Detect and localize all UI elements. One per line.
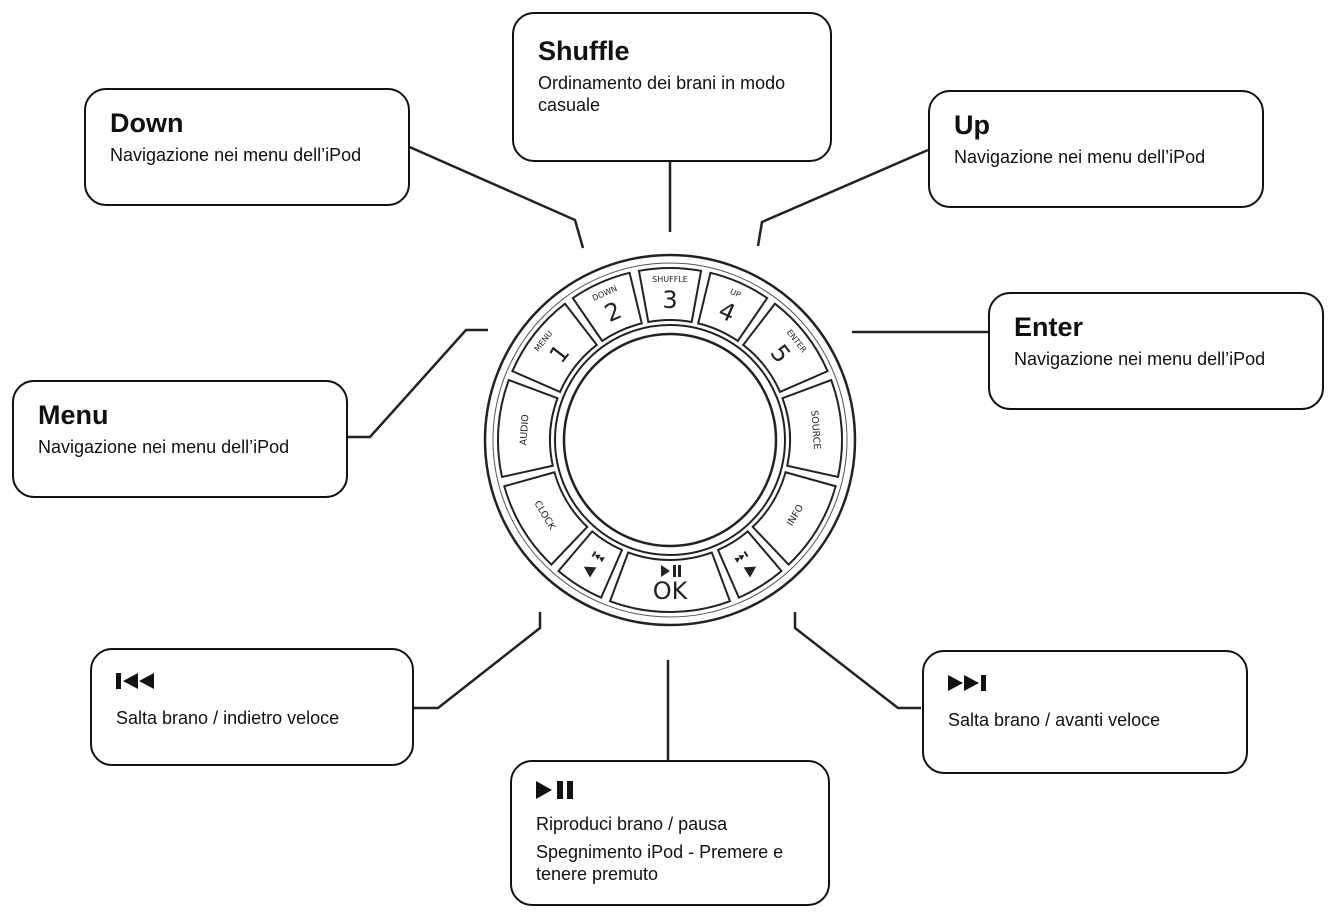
- skip-back-icon: [583, 550, 605, 578]
- callout-title: Shuffle: [538, 36, 630, 66]
- keypad-button-info[interactable]: INFO: [751, 471, 837, 566]
- keypad-button-shape[interactable]: [511, 302, 599, 394]
- callout-next: Salta brano / avanti veloce: [922, 650, 1248, 774]
- callout-description-power: Spegnimento iPod - Premere e tenere prem…: [536, 841, 784, 884]
- callout-description: Salta brano / indietro veloce: [116, 708, 340, 728]
- keypad-button-ok[interactable]: OK: [608, 551, 732, 613]
- keypad-button-shape[interactable]: [697, 271, 769, 343]
- skip-forward-icon: [734, 550, 757, 578]
- keypad-button-shape[interactable]: [608, 551, 732, 613]
- callout-title: Down: [110, 108, 184, 138]
- keypad-button-shape[interactable]: [571, 271, 643, 343]
- callout-down: Down Navigazione nei menu dell’iPod: [84, 88, 410, 206]
- callout-description: Ordinamento dei brani in modo casuale: [538, 73, 786, 115]
- keypad-button-shape[interactable]: [497, 378, 559, 479]
- callout-enter: Enter Navigazione nei menu dell’iPod: [988, 292, 1324, 410]
- keypad-button-label: OK: [653, 577, 689, 605]
- callout-description: Salta brano / avanti veloce: [948, 710, 1161, 730]
- keypad-button-number: 3: [662, 286, 677, 314]
- keypad-button-shape[interactable]: [637, 267, 703, 324]
- keypad-button-shape[interactable]: [716, 529, 783, 599]
- callout-shuffle: Shuffle Ordinamento dei brani in modo ca…: [512, 12, 832, 162]
- skip-back-icon: [116, 673, 154, 689]
- keypad-button-clock[interactable]: CLOCK: [503, 471, 589, 566]
- keypad-button-next[interactable]: [716, 529, 783, 599]
- keypad-button-shuffle[interactable]: SHUFFLE 3: [637, 267, 703, 324]
- keypad-button-up[interactable]: UP4: [697, 271, 769, 343]
- keypad-button-shape[interactable]: [557, 529, 624, 599]
- callout-up: Up Navigazione nei menu dell’iPod: [928, 90, 1264, 208]
- callout-description: Navigazione nei menu dell’iPod: [954, 147, 1206, 168]
- skip-forward-icon: [948, 675, 986, 691]
- play-pause-icon: [661, 565, 681, 577]
- callout-title: Enter: [1014, 312, 1084, 342]
- keypad-button-shape[interactable]: [503, 471, 589, 566]
- leader-line-menu: [347, 328, 488, 439]
- keypad-button-prev[interactable]: [557, 529, 624, 599]
- callout-description: Navigazione nei menu dell’iPod: [38, 437, 290, 458]
- leader-line-up: [756, 148, 929, 247]
- keypad-center-button[interactable]: [562, 332, 778, 548]
- callout-description-play: Riproduci brano / pausa: [536, 814, 728, 834]
- keypad-button-shape[interactable]: [751, 471, 837, 566]
- callout-play-pause: Riproduci brano / pausa Spegnimento iPod…: [510, 760, 830, 906]
- callout-title: Up: [954, 110, 990, 140]
- callout-description: Navigazione nei menu dell’iPod: [1014, 349, 1266, 370]
- keypad-button-label: SOURCE: [808, 410, 822, 450]
- keypad-button-shape[interactable]: [781, 378, 843, 479]
- leader-line-prev: [413, 612, 542, 710]
- callout-menu: Menu Navigazione nei menu dell’iPod: [12, 380, 348, 498]
- keypad-button-label: AUDIO: [518, 414, 531, 446]
- callout-description: Navigazione nei menu dell’iPod: [110, 145, 362, 166]
- leader-line-down: [404, 143, 585, 249]
- keypad-button-label: SHUFFLE: [652, 275, 688, 284]
- keypad-button-audio[interactable]: AUDIO: [497, 378, 559, 479]
- callout-title: Menu: [38, 400, 109, 430]
- play-pause-icon: [536, 781, 573, 799]
- keypad-button-shape[interactable]: [741, 302, 829, 394]
- leader-line-next: [793, 612, 921, 710]
- leader-lines: [347, 143, 988, 760]
- callout-previous: Salta brano / indietro veloce: [90, 648, 414, 766]
- keypad-button-label: UP: [729, 287, 743, 300]
- keypad-button-source[interactable]: SOURCE: [781, 378, 843, 479]
